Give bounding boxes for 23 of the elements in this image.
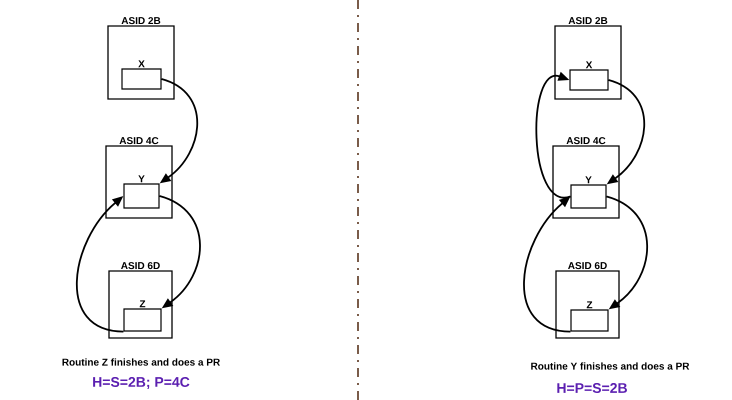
caption-text: Routine Z finishes and does a PR (62, 358, 220, 366)
inner-box: Y (570, 176, 607, 209)
node-label: ASID 6D (568, 262, 607, 270)
node-label: ASID 4C (120, 137, 158, 144)
inner-box: Z (570, 301, 609, 332)
node-label: ASID 6D (121, 262, 160, 270)
node-label: Z (140, 300, 146, 308)
arrow (536, 72, 570, 198)
state-text: H=S=2B; P=4C (93, 377, 190, 389)
inner-box: X (121, 60, 162, 90)
node-label: X (138, 60, 145, 68)
node-label: ASID 2B (568, 17, 608, 24)
node-label: Y (138, 175, 145, 182)
node-label: X (586, 61, 592, 68)
node-label: Y (585, 176, 592, 184)
inner-box: Z (123, 300, 162, 332)
node-label: ASID 2B (122, 17, 160, 24)
node-label: ASID 4C (566, 137, 606, 144)
node-label: Z (586, 301, 592, 308)
inner-box: X (569, 61, 609, 91)
state-text: H=P=S=2B (557, 383, 627, 393)
inner-box: Y (123, 175, 160, 209)
caption-text: Routine Y finishes and does a PR (531, 362, 690, 370)
